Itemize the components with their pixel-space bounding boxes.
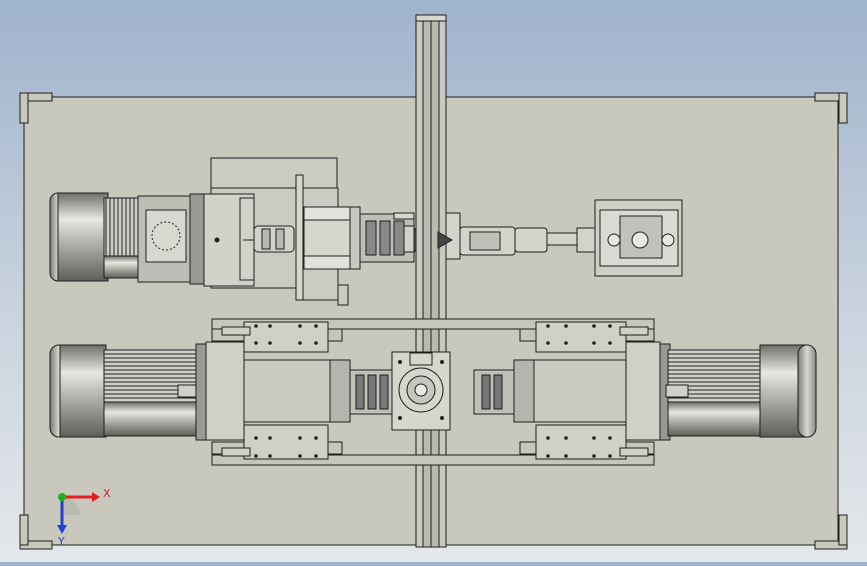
fastener-holes <box>254 324 612 458</box>
lower-left-slide <box>205 321 397 460</box>
y-axis-label: Y <box>57 535 65 548</box>
motor-lower-right <box>659 343 817 441</box>
x-axis-label: X <box>103 487 111 500</box>
upper-bearing-housing <box>203 193 295 287</box>
z-axis-dot <box>58 493 66 501</box>
x-axis-arrowhead <box>92 492 100 502</box>
left-clamp-cylinder <box>303 206 427 270</box>
y-axis-arrowhead <box>57 525 67 534</box>
motor-upper-left <box>49 192 205 285</box>
right-pusher-cylinder <box>437 199 683 277</box>
motor-lower-left <box>49 343 207 441</box>
coordinate-triad: X Y <box>57 487 111 548</box>
lower-right-slide <box>473 321 661 460</box>
central-rail <box>415 14 447 548</box>
